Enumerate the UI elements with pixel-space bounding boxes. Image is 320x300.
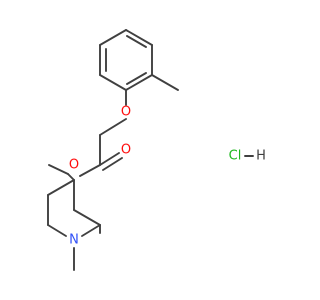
benzene-ring xyxy=(99,29,153,91)
ether-oxygen-label: O xyxy=(121,105,131,120)
bond-ring-c1-c2 xyxy=(125,29,153,46)
bond-ring-double-1 xyxy=(126,35,147,48)
bond-ring-c4-c5 xyxy=(99,74,127,91)
bond-ring-c3-c4 xyxy=(125,74,153,91)
bond-carbonyl-ester-oxygen xyxy=(79,164,101,177)
bond-n-pip-c2 xyxy=(81,224,101,237)
bond-aryl-methyl xyxy=(151,74,179,91)
bond-ester-oxygen-to-c4 xyxy=(67,173,75,181)
hydrogen-label: H xyxy=(256,149,266,164)
ester-oxygen-label: O xyxy=(69,158,79,173)
bond-ether-oxygen-ch2 xyxy=(99,118,127,136)
structure-diagram: O O O N Cl H xyxy=(47,29,266,271)
bond-pip-c4-c5 xyxy=(47,179,75,196)
bond-pip-c3-c2 xyxy=(73,209,101,226)
bond-ester-oxygen-ring-carbon xyxy=(48,164,69,175)
bond-pip-c6-n xyxy=(47,224,67,237)
ring-nitrogen-label: N xyxy=(69,233,79,248)
bond-carbonyl-double-b xyxy=(102,157,123,171)
bond-carbonyl-double-a xyxy=(99,152,120,166)
bond-ring-c6-c1 xyxy=(99,29,127,46)
carbonyl-oxygen-label: O xyxy=(121,143,131,158)
bond-ring-double-2 xyxy=(126,72,147,85)
piperidine-ring xyxy=(47,179,101,237)
chloride-label: Cl xyxy=(229,149,242,164)
